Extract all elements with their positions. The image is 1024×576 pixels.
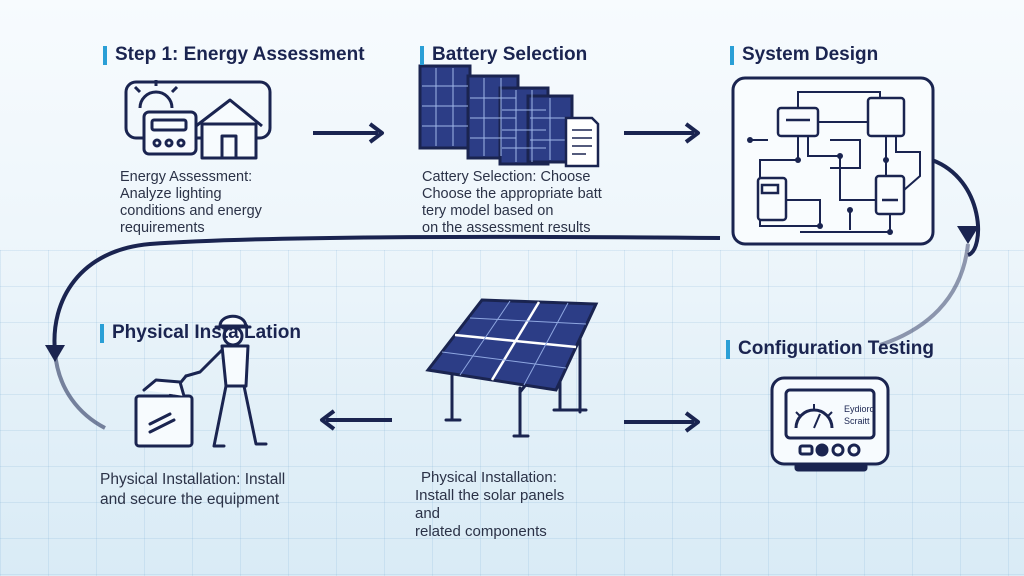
meter-screen-line-2: Scraitt xyxy=(844,416,870,426)
arrow-battery-to-design xyxy=(624,122,700,144)
step-configuration-testing-title: Configuration Testing xyxy=(726,338,934,360)
arrow-solar-to-testing xyxy=(624,411,700,433)
desc-line: requirements xyxy=(120,220,205,236)
desc-line: tery model based on xyxy=(422,203,554,219)
worker-installing-icon xyxy=(134,314,268,448)
desc-line: Physical Installation: Install xyxy=(100,471,286,488)
desc-line: and xyxy=(415,505,441,522)
desc-line: related components xyxy=(415,523,547,540)
energy-assessment-description: Energy Assessment: Analyze lighting cond… xyxy=(120,169,262,237)
solar-installation-description: Physical Installation: Install the solar… xyxy=(415,469,564,541)
desc-line: Choose the appropriate batt xyxy=(422,186,602,202)
arrow-long-loop-left xyxy=(45,234,721,430)
physical-installation-description: Physical Installation: Install and secur… xyxy=(100,470,285,510)
desc-line: Cattery Selection: Choose xyxy=(422,169,591,185)
battery-selection-description: Cattery Selection: Choose Choose the app… xyxy=(422,169,602,237)
battery-panels-icon xyxy=(418,64,600,168)
desc-line: Install the solar panels xyxy=(415,487,565,504)
solar-panel-icon xyxy=(425,298,599,438)
step-energy-assessment-title: Step 1: Energy Assessment xyxy=(103,44,365,66)
meter-screen-line-1: Eydioro xyxy=(844,404,875,414)
meter-device-icon xyxy=(770,376,890,472)
step-system-design-title: System Design xyxy=(730,44,878,66)
step-physical-installation-title: Physical Insta Lation xyxy=(100,322,301,344)
desc-line: Physical Installation: xyxy=(421,469,557,486)
system-design-icon xyxy=(731,76,935,246)
arrow-assessment-to-battery xyxy=(313,122,384,144)
arrow-design-loop-to-testing xyxy=(879,158,981,347)
energy-assessment-icon xyxy=(124,80,272,160)
desc-line: Energy Assessment: xyxy=(120,169,253,185)
step-battery-selection-title: Battery Selection xyxy=(420,44,587,66)
desc-line: Analyze lighting xyxy=(120,186,222,202)
desc-line: and secure the equipment xyxy=(100,491,280,508)
arrow-solar-to-installation xyxy=(320,409,392,431)
desc-line: on the assessment results xyxy=(422,220,591,236)
desc-line: conditions and energy xyxy=(120,203,262,219)
